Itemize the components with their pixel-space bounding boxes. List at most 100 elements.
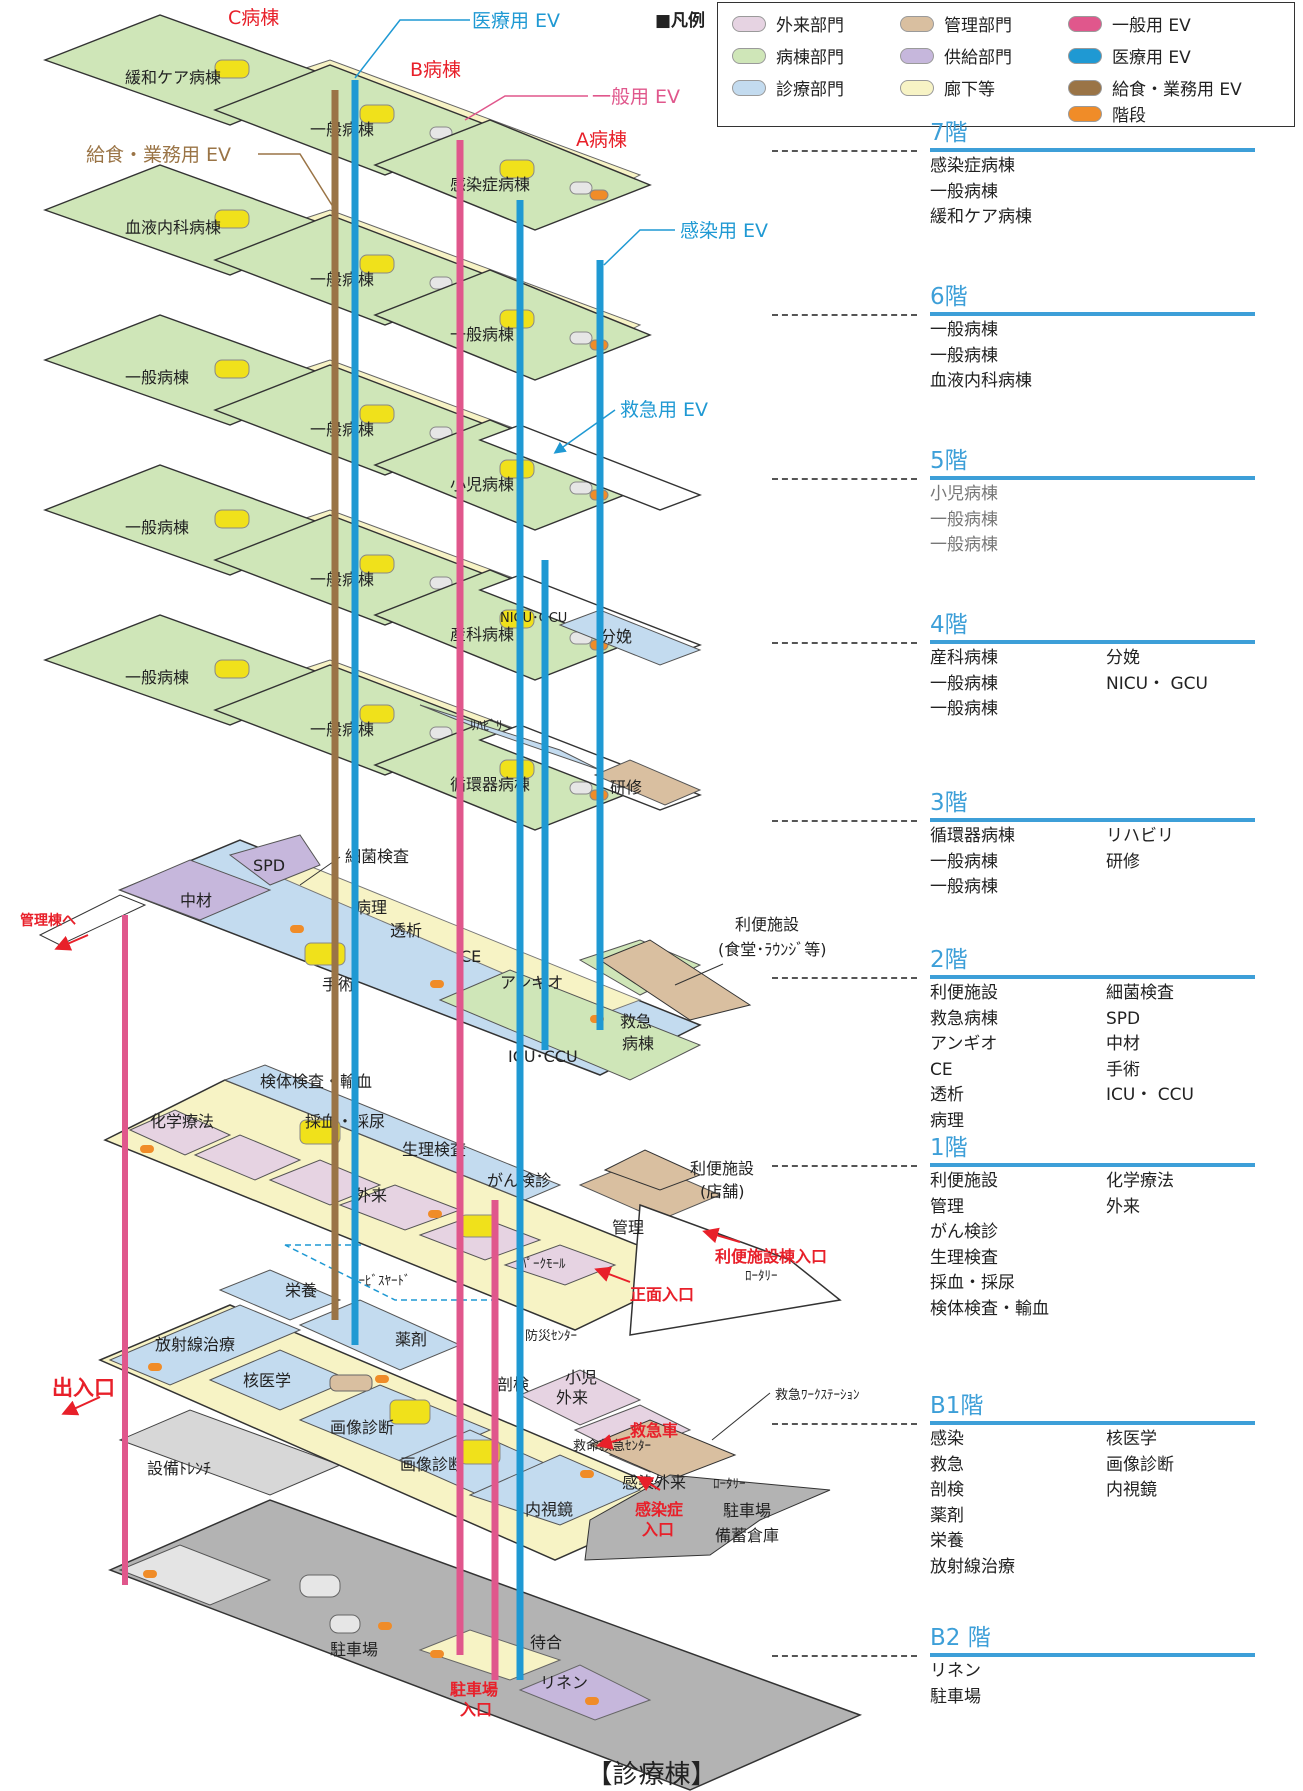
b1-yakuzai-label: 薬剤	[395, 1330, 427, 1349]
floor-dept-item: NICU・ GCU	[1106, 673, 1208, 694]
f1-seiri-label: 生理検査	[402, 1140, 466, 1159]
floor-dept-list: 感染症病棟一般病棟緩和ケア病棟	[930, 154, 1032, 231]
ward-label: 小児病棟	[450, 475, 514, 494]
ward-label: 産科病棟	[450, 625, 514, 644]
floor-dept-item: 一般病棟	[930, 181, 998, 202]
floor-dept-list: 化学療法外来	[1106, 1169, 1174, 1220]
f1-gairai-label: 外来	[355, 1186, 387, 1205]
delivery-zone	[558, 609, 702, 666]
floor-dept-item: 利便施設	[930, 1171, 998, 1191]
b1-storage-label: 備蓄倉庫	[715, 1526, 779, 1545]
food-ev-leader	[258, 153, 336, 211]
floor-dept-item: 小児病棟	[930, 484, 998, 504]
b1-exit-label: 出入口	[52, 1376, 115, 1400]
f2-kyukyu-line1: 救急	[620, 1012, 652, 1031]
b1-station-label: 救急ﾜｰｸｽﾃｰｼｮﾝ	[775, 1387, 860, 1403]
legend-item: 一般用 EV	[1068, 11, 1191, 36]
f2-kyukyu-line2: 病棟	[622, 1034, 654, 1053]
a-ward-callout: A病棟	[576, 129, 627, 151]
f2-toseki-label: 透析	[390, 921, 422, 940]
floor-dept-item: 画像診断	[1106, 1454, 1174, 1475]
b1-infect-entrance-label: 感染症入口	[635, 1500, 683, 1539]
legend-item: 医療用 EV	[1068, 43, 1191, 68]
b-ward-callout: B病棟	[410, 59, 461, 81]
legend-item: 病棟部門	[732, 43, 844, 68]
floor-block: 6階一般病棟一般病棟血液内科病棟	[930, 284, 1255, 391]
c-ward-callout: C病棟	[228, 7, 279, 29]
b1-naishi-label: 内視鏡	[525, 1500, 573, 1519]
nurse-station	[359, 254, 395, 274]
floor-dash-leader	[772, 1655, 917, 1657]
floor-rule	[930, 640, 1255, 644]
legend-item: 外来部門	[732, 11, 844, 36]
nurse-station	[214, 59, 250, 79]
legend-swatch	[1068, 79, 1102, 96]
stair	[589, 189, 609, 201]
floor-title: B2 階	[930, 1625, 991, 1651]
b1-infect-entrance-arrow	[636, 1475, 661, 1492]
room	[569, 781, 593, 795]
floor-rule	[930, 148, 1255, 152]
f2-saikin-label: 細菌検査	[345, 847, 409, 866]
legend-label: 管理部門	[944, 16, 1012, 36]
f2-conv-sub: (食堂･ﾗｳﾝｼﾞ等)	[718, 940, 827, 959]
floor-dept-list: 循環器病棟一般病棟一般病棟	[930, 824, 1015, 901]
floor-b1-plate	[98, 1244, 831, 1561]
b2-machiai-label: 待合	[530, 1633, 562, 1652]
floor-dept-item: 一般病棟	[930, 535, 998, 555]
b2-park-entrance-line1: 駐車場	[450, 1680, 498, 1699]
floor-dept-item: 研修	[1106, 851, 1140, 872]
legend-label: 階段	[1112, 106, 1146, 126]
legend-label: 外来部門	[776, 16, 844, 36]
b1-shoni-label: 小児外来	[556, 1368, 597, 1407]
ward-label: 一般病棟	[310, 120, 374, 139]
b1-bokan-label: 剖検	[497, 1375, 529, 1394]
floor-title: 5階	[930, 448, 968, 474]
b1-service-label: ｻｰﾋﾞｽﾔｰﾄﾞ	[352, 1274, 411, 1289]
room	[569, 331, 593, 345]
f1-kagaku-label: 化学療法	[150, 1112, 214, 1131]
floor-dept-item: 採血・採尿	[930, 1273, 1015, 1293]
b1-bosai-label: 防災ｾﾝﾀｰ	[525, 1328, 577, 1344]
floor-dept-list: 一般病棟一般病棟血液内科病棟	[930, 318, 1032, 395]
floor-dept-item: 一般病棟	[930, 851, 998, 872]
floor-title: 3階	[930, 790, 968, 816]
legend-swatch	[1068, 47, 1102, 64]
floor-dept-list: 小児病棟一般病棟一般病棟	[930, 482, 998, 559]
floor-dept-item: 病理	[930, 1110, 964, 1131]
b1-kyumei-label: 救命救急ｾﾝﾀｰ	[573, 1438, 651, 1454]
b2-parking-label: 駐車場	[330, 1640, 378, 1659]
legend-swatch	[900, 47, 934, 64]
floor-dept-item: 一般病棟	[930, 673, 998, 694]
infection-ev-callout: 感染用 EV	[680, 220, 768, 242]
floor-dept-item: 駐車場	[930, 1686, 981, 1707]
nurse-station	[214, 209, 250, 229]
floor-dash-leader	[772, 150, 917, 152]
floor-dept-item: 検体検査・輸血	[930, 1298, 1049, 1319]
b1-station-leader	[711, 1392, 771, 1441]
legend-item: 供給部門	[900, 43, 1012, 68]
floor-dept-item: 管理	[930, 1196, 964, 1217]
floor-dept-item: 分娩	[1106, 648, 1140, 668]
nurse-station	[359, 404, 395, 424]
floor-title: 7階	[930, 120, 968, 146]
legend: 外来部門 病棟部門 診療部門 管理部門 供給部門 廊下等 一般用 EV 医療用 …	[717, 2, 1295, 127]
f2-to-admin-label: 管理棟へ	[20, 912, 76, 929]
floor-dash-leader	[772, 478, 917, 480]
b1-gazo1-label: 画像診断	[330, 1418, 394, 1437]
general-ev-leader	[464, 95, 588, 121]
b2-trench-label: 設備ﾄﾚﾝﾁ	[147, 1459, 211, 1478]
floor-dept-item: 一般病棟	[930, 877, 998, 897]
f2-conv-leader	[674, 963, 724, 986]
f2-spd-label: SPD	[253, 856, 285, 875]
floor-dept-item: 透析	[930, 1085, 964, 1105]
f1-conv-sub: (店舗)	[700, 1182, 745, 1201]
floor-dept-item: リハビリ	[1106, 826, 1174, 846]
floor-rule	[930, 818, 1255, 822]
b1-kansen-gairai-label: 感染外来	[622, 1473, 686, 1492]
b2-linen-label: リネン	[540, 1673, 588, 1692]
floor-2-plate	[38, 834, 752, 1081]
f1-kentai-label: 検体検査・輸血	[260, 1072, 372, 1091]
floor-block: B1階感染救急剖検薬剤栄養放射線治療核医学画像診断内視鏡	[930, 1393, 1255, 1577]
